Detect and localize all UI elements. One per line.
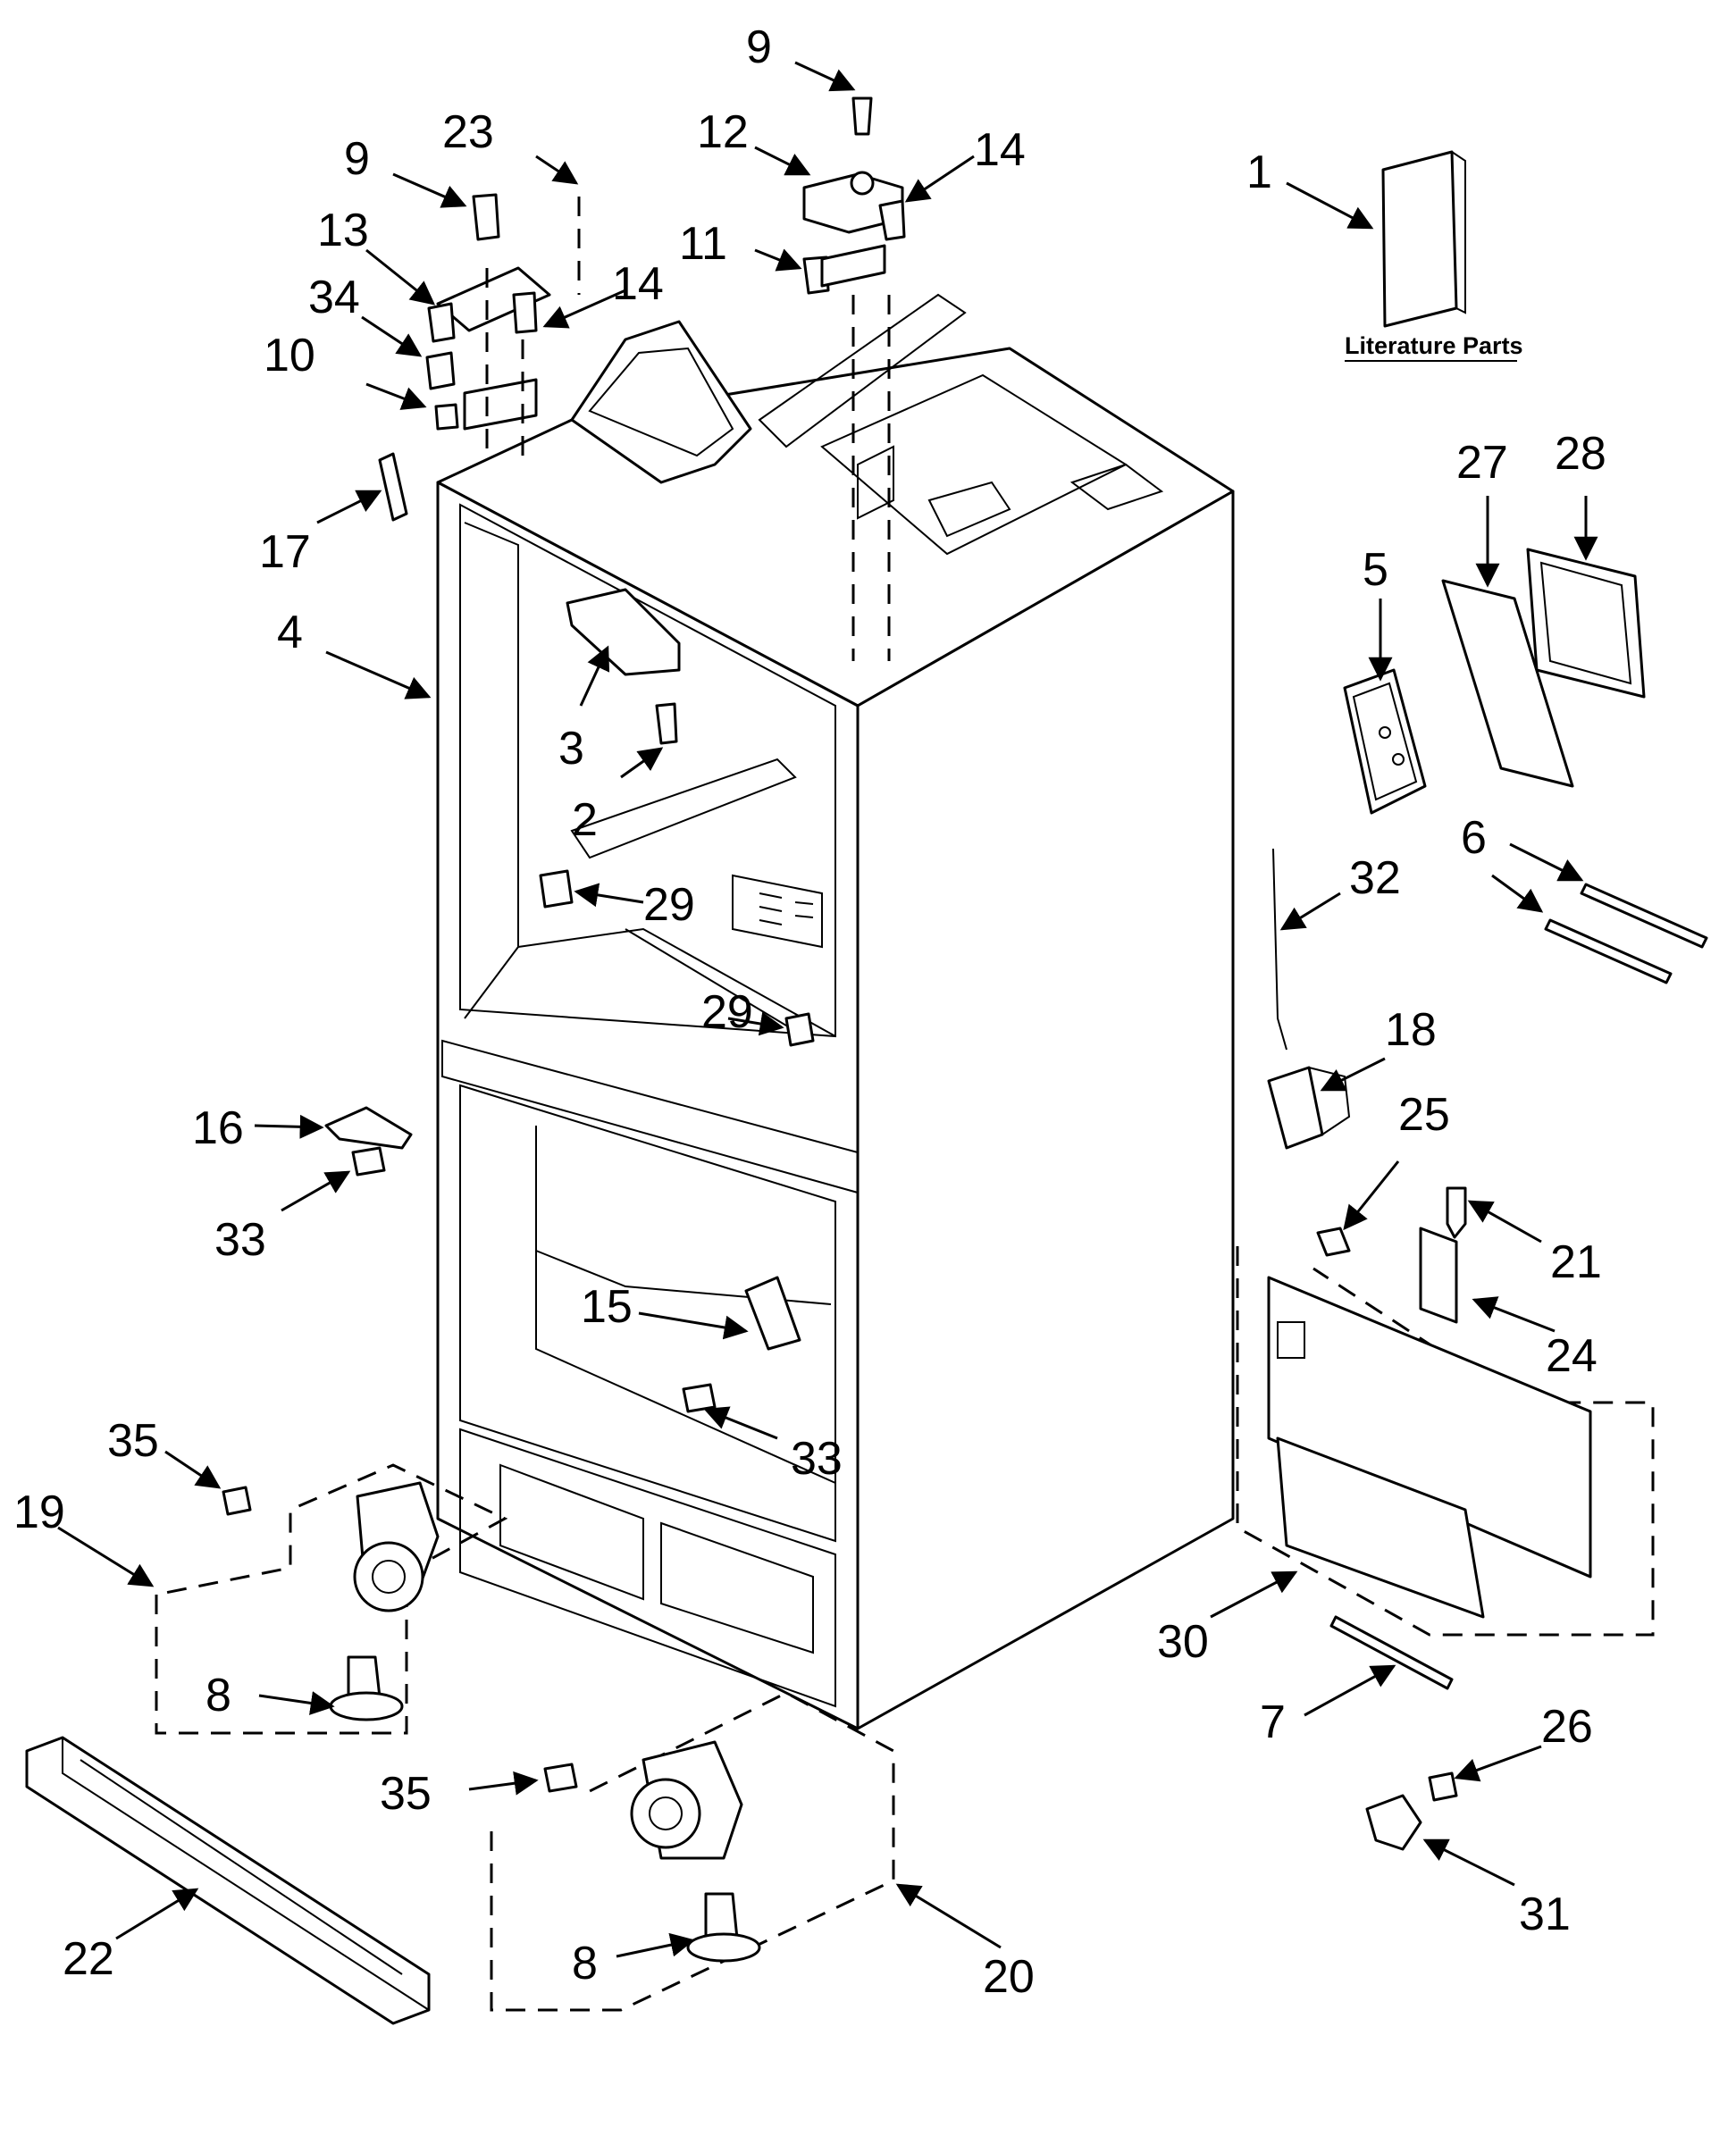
callout-13: 13 [317, 205, 369, 256]
callout-21: 21 [1550, 1236, 1602, 1288]
screw-26 [1428, 1771, 1458, 1802]
literature-caption: Literature Parts [1345, 332, 1523, 359]
callout-12: 12 [697, 106, 749, 158]
callout-34: 34 [308, 272, 360, 323]
callout-15: 15 [581, 1281, 633, 1333]
bracket-3 [566, 588, 681, 676]
callout-labels: 1 2 3 4 5 6 7 8 8 9 9 10 11 12 13 14 14 … [13, 21, 1606, 2003]
callout-11: 11 [679, 218, 727, 270]
bracket-assembly [1236, 1246, 1655, 1637]
clip-17 [378, 452, 408, 522]
callout-30: 30 [1157, 1616, 1209, 1668]
leader-arrows [57, 61, 1598, 1958]
callout-23: 23 [442, 106, 494, 158]
callout-25: 25 [1398, 1089, 1450, 1141]
callout-35-right: 35 [380, 1768, 432, 1820]
switch-29-lower [784, 1012, 815, 1047]
callout-33-left: 33 [214, 1214, 266, 1266]
callout-33-right: 33 [791, 1433, 843, 1485]
wire [1272, 848, 1287, 1051]
callout-6: 6 [1461, 812, 1487, 864]
callout-5: 5 [1363, 544, 1388, 596]
top-hinge-right [802, 96, 906, 661]
callout-18: 18 [1385, 1004, 1437, 1056]
callout-2: 2 [572, 794, 598, 846]
strips [1544, 883, 1708, 984]
callout-8-left: 8 [205, 1670, 231, 1721]
roller-assembly-right [490, 1691, 895, 2012]
callout-29-lower: 29 [701, 986, 753, 1038]
screw-33-left [351, 1146, 386, 1177]
callout-22: 22 [63, 1933, 114, 1985]
dispenser-switch [1267, 1066, 1351, 1150]
callout-9-left: 9 [344, 133, 370, 185]
callout-35-left: 35 [107, 1415, 159, 1467]
screw-33-right [682, 1383, 717, 1413]
switch-29-upper [539, 869, 574, 909]
callout-10: 10 [264, 330, 315, 381]
cabinet [436, 293, 1235, 1730]
screw-25 [1316, 1227, 1351, 1257]
callout-4: 4 [277, 607, 303, 658]
callout-9-right: 9 [746, 21, 772, 73]
screw-21 [1446, 1186, 1467, 1239]
callout-1: 1 [1246, 147, 1272, 198]
callout-17: 17 [259, 526, 311, 578]
callout-20: 20 [983, 1951, 1035, 2003]
callout-19: 19 [13, 1487, 65, 1538]
bracket-15 [744, 1276, 801, 1351]
control-board [1343, 668, 1427, 815]
callout-26: 26 [1541, 1701, 1593, 1753]
callout-14-left: 14 [612, 258, 664, 310]
bracket-16 [324, 1106, 413, 1150]
callout-32: 32 [1349, 852, 1401, 904]
callout-3: 3 [558, 723, 584, 775]
literature-parts: Literature Parts [1345, 150, 1523, 362]
callout-27: 27 [1456, 437, 1508, 489]
roller-assembly-left [155, 1463, 508, 1735]
callout-31: 31 [1519, 1889, 1571, 1940]
callout-16: 16 [192, 1102, 244, 1154]
top-hinge-left [425, 193, 581, 456]
strip-7 [1329, 1615, 1454, 1690]
callout-24: 24 [1546, 1330, 1598, 1382]
bracket-small [1419, 1227, 1458, 1324]
callout-7: 7 [1260, 1696, 1286, 1748]
screw-2 [655, 702, 678, 745]
callout-29-upper: 29 [643, 879, 695, 931]
callout-8-right: 8 [572, 1938, 598, 1989]
callout-28: 28 [1555, 428, 1606, 480]
board-cover-outer [1526, 548, 1646, 699]
board-cover [1441, 579, 1574, 788]
callout-14-right: 14 [974, 124, 1026, 176]
base-grille [25, 1736, 431, 2025]
clamp [1365, 1794, 1422, 1851]
